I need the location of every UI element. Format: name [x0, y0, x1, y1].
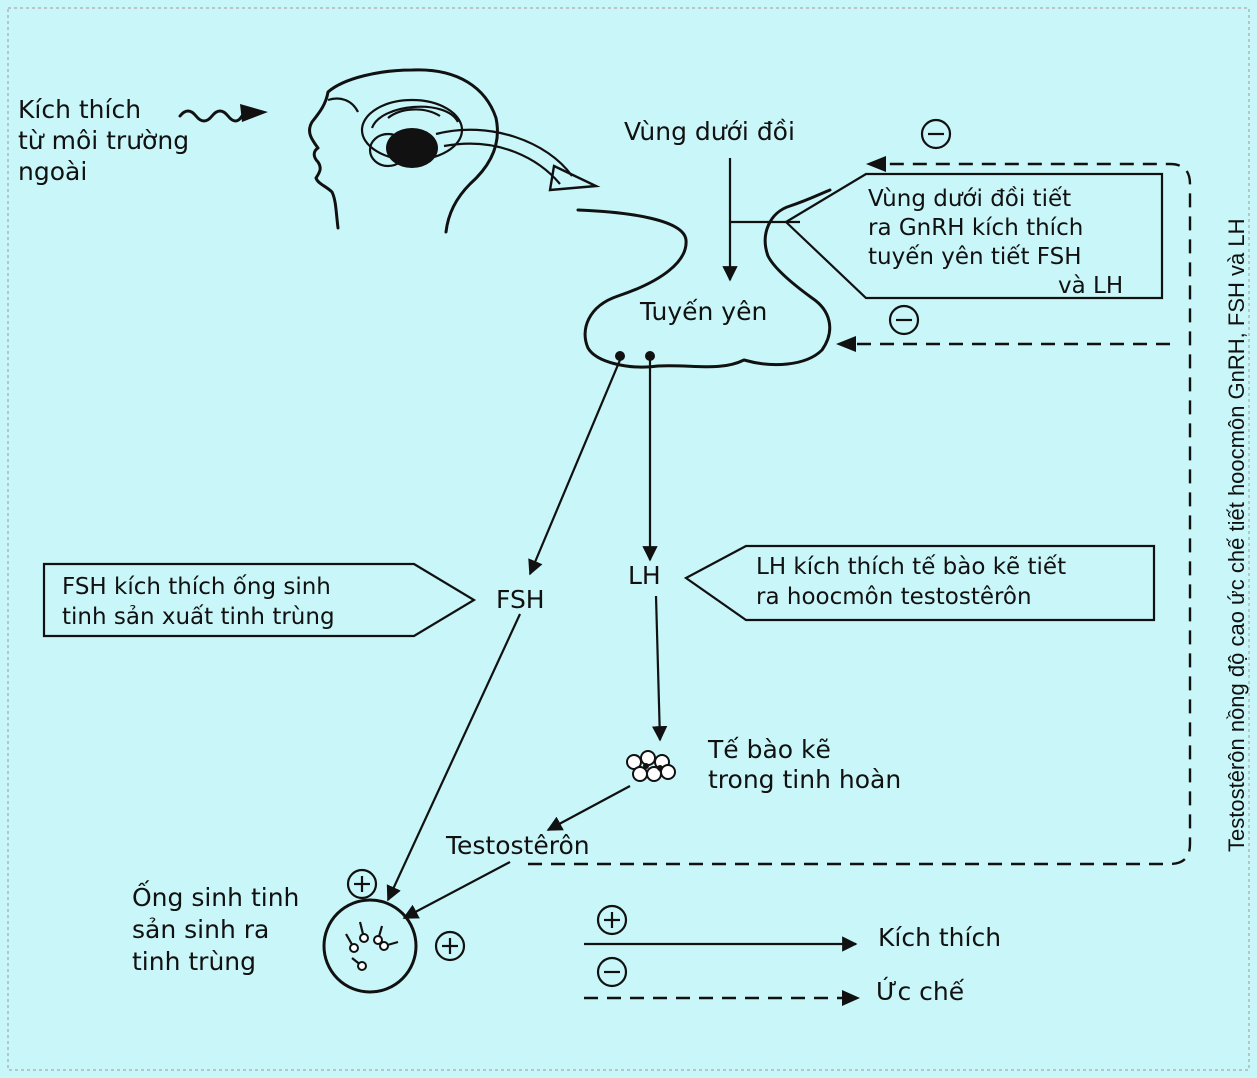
- minus-icon: [920, 118, 952, 150]
- side-note-vertical: Testostêrôn nồng độ cao ức chế tiết hooc…: [1224, 219, 1249, 853]
- legend-inhibit-arrow-head: [842, 990, 860, 1006]
- pituitary-outline: [576, 188, 832, 369]
- feedback-arrow-head-pituitary: [836, 336, 856, 352]
- tubule-line-2: sản sinh ra: [132, 915, 269, 944]
- brain-to-hypothalamus-arrow: [435, 128, 573, 177]
- tubule-label: Ống sinh tinh sản sinh ra tinh trùng: [132, 880, 307, 976]
- pituitary-label: Tuyến yên: [639, 297, 767, 326]
- stimulus-line-3: ngoài: [18, 157, 87, 186]
- diagram-frame: [7, 7, 1250, 1071]
- lh-callout-line-2: ra hoocmôn testostêrôn: [756, 584, 1032, 610]
- gnrh-line-1: Vùng dưới đồi tiết: [868, 186, 1071, 212]
- lh-callout-line-1: LH kích thích tế bào kẽ tiết: [756, 554, 1066, 580]
- fsh-callout-line-1: FSH kích thích ống sinh: [62, 574, 331, 600]
- lh-callout-box: [683, 544, 1156, 622]
- lh-to-leydig-arrow: [651, 595, 668, 742]
- lh-callout-text: LH kích thích tế bào kẽ tiết ra hoocmôn …: [756, 554, 1073, 610]
- leydig-line-2: trong tinh hoàn: [708, 765, 901, 794]
- head-icon: [308, 68, 499, 234]
- lh-label: LH: [628, 561, 661, 590]
- stimulus-line-1: Kích thích: [18, 95, 141, 124]
- tubule-icon: [322, 898, 418, 994]
- plus-icon: [346, 868, 378, 900]
- fsh-callout-box: [42, 562, 477, 638]
- testosterone-label: Testostêrôn: [445, 831, 590, 860]
- hollow-arrowhead-icon: [548, 164, 601, 192]
- leydig-line-1: Tế bào kẽ: [707, 735, 831, 764]
- fsh-arrow: [528, 359, 622, 576]
- tubule-line-1: Ống sinh tinh: [132, 880, 299, 912]
- stimulus-line-2: từ môi trường: [18, 126, 189, 155]
- tubule-line-3: tinh trùng: [132, 947, 256, 976]
- cell-cluster-icon: [626, 750, 676, 782]
- testosterone-to-tubule-arrow: [402, 861, 511, 919]
- fsh-label: FSH: [496, 585, 545, 614]
- legend: Kích thích Ức chế: [584, 904, 1001, 1006]
- fsh-callout-line-2: tinh sản xuất tinh trùng: [62, 604, 335, 630]
- plus-icon: [596, 904, 628, 936]
- wavy-arrow-head-icon: [240, 104, 268, 122]
- fsh-origin-dot: [615, 351, 625, 361]
- fsh-callout-text: FSH kích thích ống sinh tinh sản xuất ti…: [62, 574, 338, 630]
- fsh-to-tubule-arrow: [386, 613, 521, 902]
- minus-icon: [888, 304, 920, 336]
- brain-icon: [360, 98, 464, 168]
- feedback-dashed-line: [528, 162, 1192, 866]
- stimulus-label: Kích thích từ môi trường ngoài: [18, 95, 197, 186]
- leydig-label: Tế bào kẽ trong tinh hoàn: [707, 735, 901, 794]
- leydig-to-testosterone-arrow: [546, 785, 631, 831]
- gnrh-callout-box: [784, 172, 1164, 300]
- feedback-arrow-head-top: [866, 156, 886, 172]
- wavy-arrow-icon: [178, 109, 244, 123]
- legend-stimulate-label: Kích thích: [878, 923, 1001, 952]
- legend-inhibit-label: Ức chế: [876, 976, 965, 1006]
- minus-icon: [596, 956, 628, 988]
- lh-origin-dot: [645, 351, 655, 361]
- gnrh-callout-text: Vùng dưới đồi tiết ra GnRH kích thích tu…: [868, 186, 1123, 299]
- gnrh-line-4: và LH: [1058, 273, 1123, 299]
- hypothalamus-label: Vùng dưới đồi: [624, 117, 795, 146]
- gnrh-line-2: ra GnRH kích thích: [868, 215, 1083, 241]
- plus-icon: [434, 930, 466, 962]
- gnrh-line-3: tuyến yên tiết FSH: [868, 244, 1082, 270]
